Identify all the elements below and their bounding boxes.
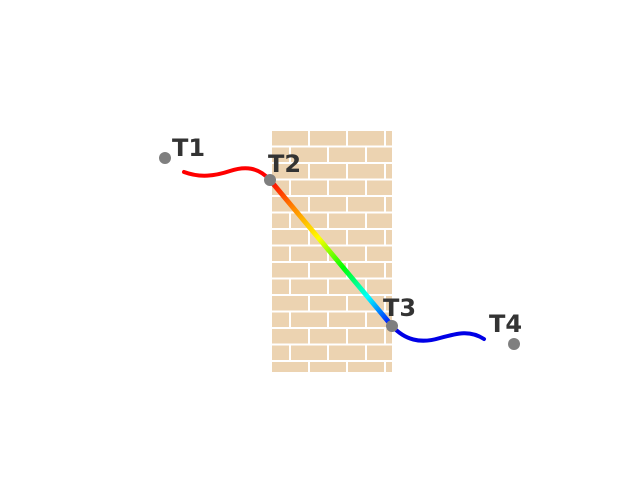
point-t4-label: T4 bbox=[489, 310, 522, 338]
point-t1-label: T1 bbox=[172, 134, 205, 162]
point-t3-marker bbox=[386, 320, 398, 332]
point-t2-marker bbox=[264, 174, 276, 186]
point-t2-label: T2 bbox=[268, 150, 301, 178]
point-t3-label: T3 bbox=[383, 294, 416, 322]
transmitted-ray-inside-wall bbox=[267, 177, 395, 329]
transmitted-wave bbox=[390, 324, 486, 343]
incident-wave bbox=[182, 166, 272, 182]
point-t1-marker bbox=[159, 152, 171, 164]
point-t4-marker bbox=[508, 338, 520, 350]
